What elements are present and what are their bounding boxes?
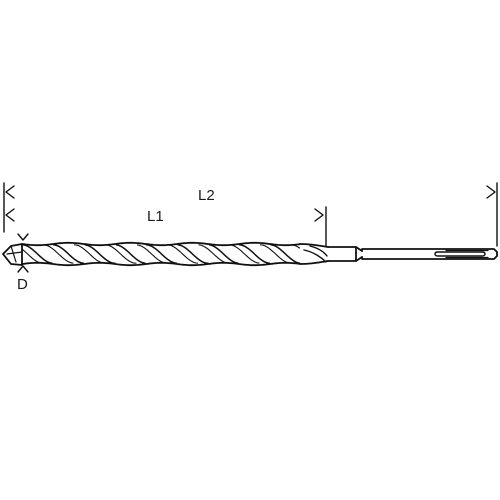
diameter-bottom-marker	[17, 265, 29, 273]
l2-left-marker	[3, 182, 15, 233]
flute-line	[21, 244, 301, 264]
flute-line	[21, 244, 292, 264]
flute-body-bottom-edge	[21, 261, 301, 267]
l1-label: L1	[147, 208, 164, 225]
flute-body-top-edge	[21, 241, 301, 247]
flute-line	[52, 244, 271, 264]
l1-right-marker	[314, 206, 327, 247]
l2-label: L2	[198, 187, 215, 204]
diameter-top-marker	[17, 233, 29, 241]
l2-right-marker	[486, 182, 498, 247]
diameter-label: D	[17, 276, 28, 293]
l1-left-marker	[5, 208, 15, 222]
shank-collar	[327, 246, 363, 262]
flute-line	[43, 244, 301, 264]
dimension-markers	[3, 182, 498, 273]
drill-bit	[2, 241, 498, 267]
spiral-flutes	[21, 241, 301, 267]
carbide-tip	[2, 243, 23, 266]
sds-plus-shank	[361, 248, 498, 260]
flute-runout	[299, 243, 329, 265]
